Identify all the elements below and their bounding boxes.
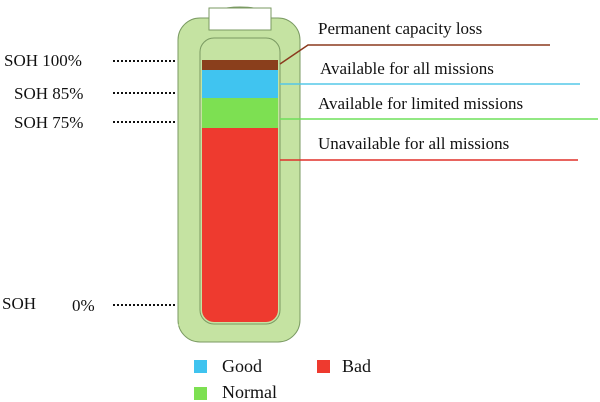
limited-missions-label: Available for limited missions — [318, 94, 524, 113]
all-missions-label: Available for all missions — [320, 59, 494, 78]
bad-segment — [202, 128, 278, 322]
good-segment — [202, 70, 278, 98]
permanent-loss-leader — [279, 44, 550, 65]
soh-75-label: SOH 75% — [14, 113, 84, 132]
normal-segment — [202, 98, 278, 128]
permanent-loss-segment — [202, 60, 278, 70]
legend-bad-swatch — [317, 360, 330, 373]
permanent-loss-label: Permanent capacity loss — [318, 19, 483, 38]
legend-normal-swatch — [194, 387, 207, 400]
soh-85-label: SOH 85% — [14, 84, 84, 103]
legend-good-swatch — [194, 360, 207, 373]
battery-cap — [208, 7, 272, 31]
soh-100-label: SOH 100% — [4, 51, 82, 70]
soh-0-label-prefix: SOH — [2, 294, 37, 313]
legend-bad-label: Bad — [342, 356, 371, 376]
unavailable-label: Unavailable for all missions — [318, 134, 510, 153]
legend-good-label: Good — [222, 356, 262, 376]
legend-normal-label: Normal — [222, 382, 277, 402]
soh-0-label-value: 0% — [72, 296, 95, 315]
bad-segment-top — [202, 128, 278, 148]
